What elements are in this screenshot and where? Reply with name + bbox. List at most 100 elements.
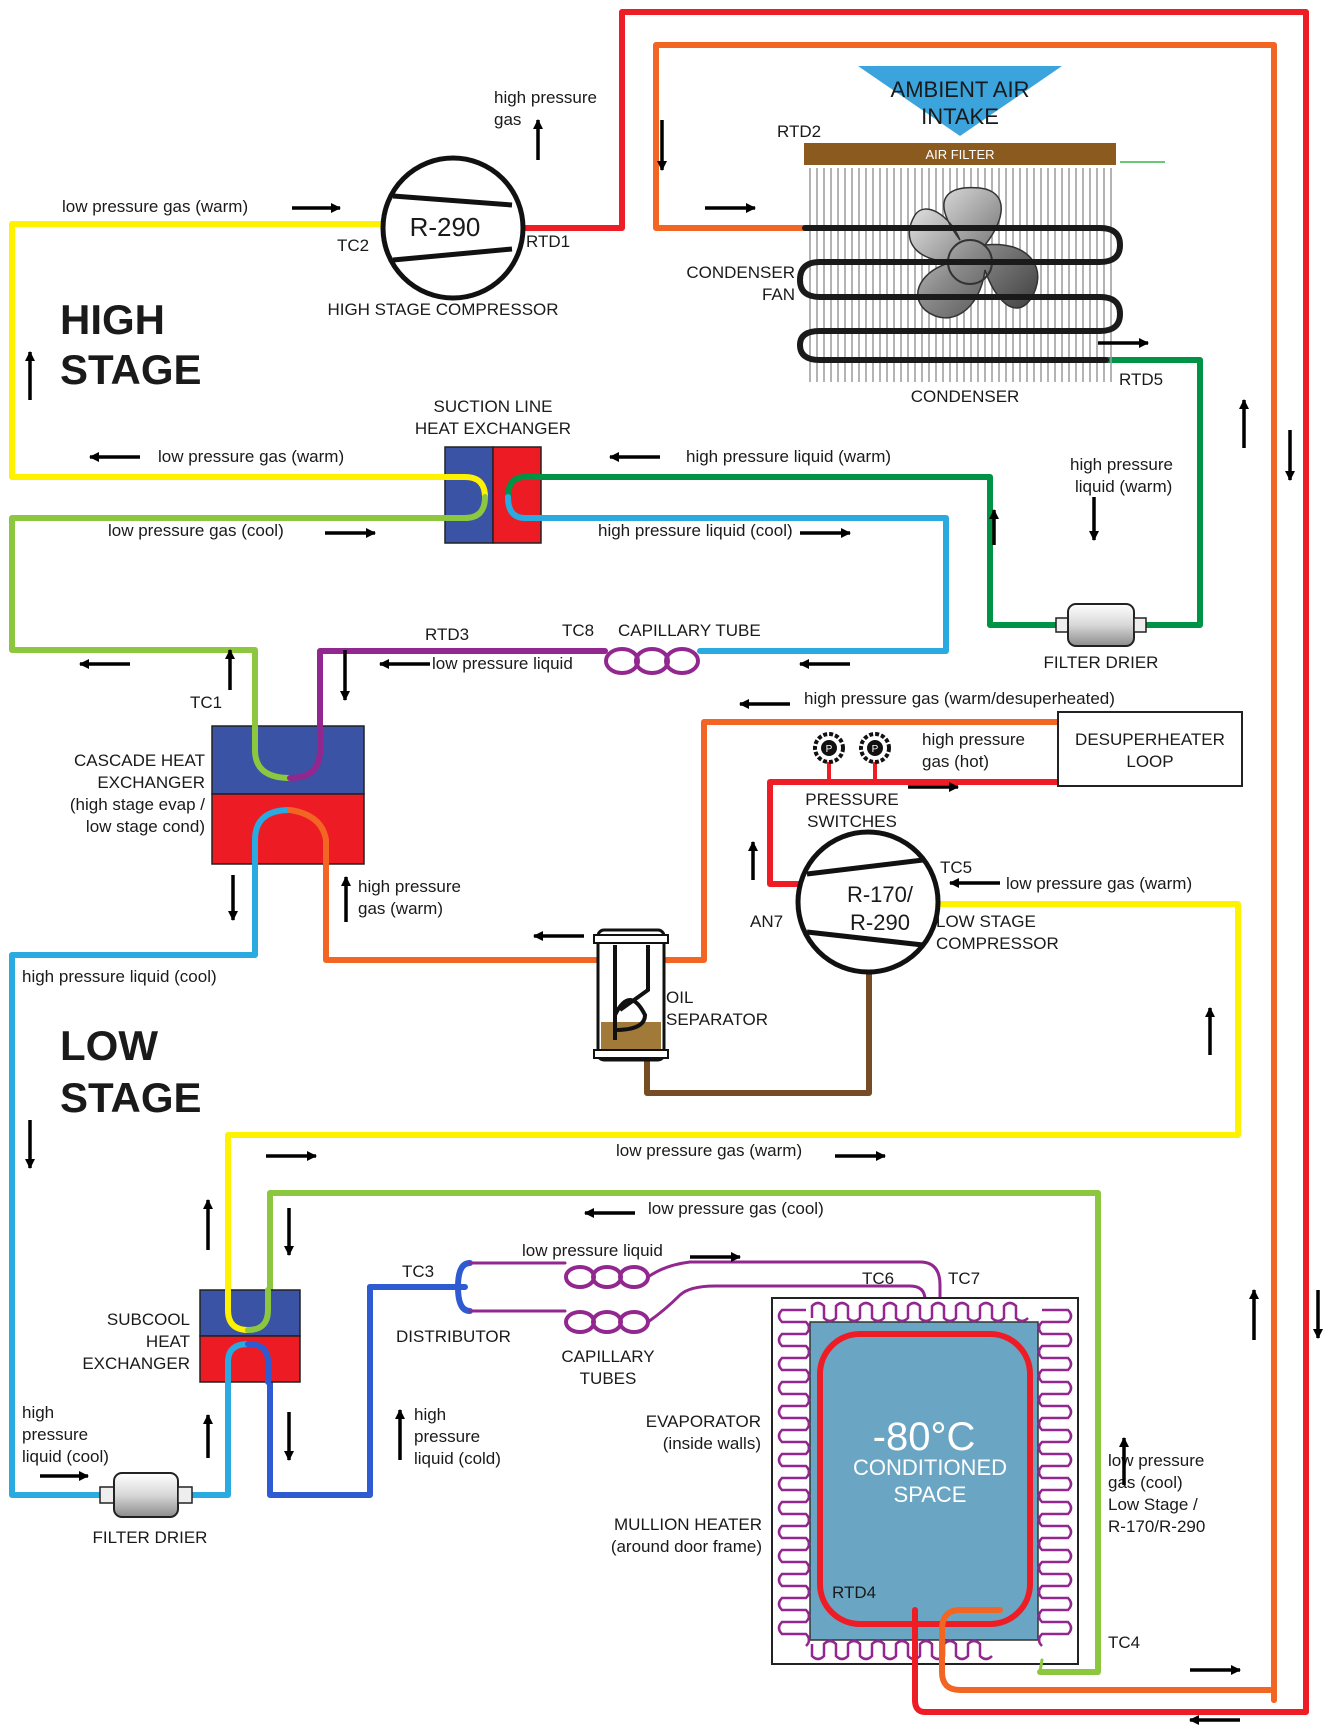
suction-hx-label-1: SUCTION LINE — [433, 397, 552, 416]
flow-labels: high pressure gas low pressure gas (warm… — [22, 88, 1205, 1536]
sensor-tc3: TC3 — [402, 1262, 434, 1281]
evaporator-serpentine — [777, 1301, 1073, 1661]
subcool-heat-exchanger: SUBCOOL HEAT EXCHANGER — [82, 1287, 301, 1385]
low-compressor-label-1: LOW STAGE — [936, 912, 1036, 931]
mullion-label-1: MULLION HEATER — [614, 1515, 762, 1534]
ambient-intake-icon — [858, 66, 1062, 136]
flow-hp-liquid-cold-1: high — [414, 1405, 446, 1424]
flow-hp-gas-warm-cascade-1: high pressure — [358, 877, 461, 896]
low-compressor-label-2: COMPRESSOR — [936, 934, 1059, 953]
capillary-tubes-label-1: CAPILLARY — [561, 1347, 654, 1366]
flow-hp-liquid-cool-bl-3: liquid (cool) — [22, 1447, 109, 1466]
evaporator-cabinet: -80°C CONDITIONED SPACE RTD4 — [771, 1297, 1079, 1665]
high-compressor-label: HIGH STAGE COMPRESSOR — [327, 300, 558, 319]
air-filter — [804, 143, 1116, 165]
flow-hp-gas-hot-1: high pressure — [922, 730, 1025, 749]
flow-hp-gas-top-1: high pressure — [494, 88, 597, 107]
distributor-label: DISTRIBUTOR — [396, 1327, 511, 1346]
flow-arrows — [25, 119, 1323, 1725]
oil-separator-label-2: SEPARATOR — [666, 1010, 768, 1029]
sensor-tc1: TC1 — [190, 693, 222, 712]
capillary-tubes-label-2: TUBES — [580, 1369, 637, 1388]
desuperheater-loop — [1057, 711, 1243, 787]
flow-hp-gas-hot-2: gas (hot) — [922, 752, 989, 771]
suction-hx-label-2: HEAT EXCHANGER — [415, 419, 571, 438]
evaporator-coil-segment — [1037, 1308, 1073, 1647]
pressure-switches-label-1: PRESSURE — [805, 790, 899, 809]
flow-hp-liquid-cold-3: liquid (cold) — [414, 1449, 501, 1468]
sensor-tc5: TC5 — [940, 858, 972, 877]
evaporator-coil-segment — [810, 1639, 993, 1661]
flow-hp-liquid-warm-right-1: high pressure — [1070, 455, 1173, 474]
subcool-hx-label-2: HEAT — [146, 1332, 190, 1351]
filter-drier-bottom: FILTER DRIER — [93, 1472, 207, 1547]
pipe-hp-gas-desuper-low — [661, 719, 1061, 963]
sensor-an7: AN7 — [750, 912, 783, 931]
pipe-hp-gas-hot-low — [767, 779, 1061, 887]
flow-hp-liquid-warm-slhx: high pressure liquid (warm) — [686, 447, 891, 466]
oil-separator: OIL SEPARATOR — [593, 928, 768, 1062]
suction-line-heat-exchanger: SUCTION LINE HEAT EXCHANGER — [415, 397, 571, 544]
flow-hp-liquid-cool-bl-1: high — [22, 1403, 54, 1422]
air-filter-label: AIR FILTER — [925, 147, 994, 162]
sensor-rtd4: RTD4 — [832, 1583, 876, 1602]
sensor-rtd2: RTD2 — [777, 122, 821, 141]
sensor-tc6: TC6 — [862, 1269, 894, 1288]
capillary-tube-high — [604, 647, 700, 675]
condenser-fan-label-1: CONDENSER — [686, 263, 795, 282]
pipe-hp-liquid-cool-low — [9, 805, 293, 1498]
pressure-switch-p-1: P — [826, 744, 833, 755]
high-compressor-refrigerant: R-290 — [410, 212, 481, 242]
cascade-hx-label-2: EXCHANGER — [97, 773, 205, 792]
pressure-switches: P P PRESSURE SWITCHES — [805, 732, 899, 831]
desuperheater-label-2: LOOP — [1126, 752, 1173, 771]
evaporator-label-2: (inside walls) — [663, 1434, 761, 1453]
sensor-tc4: TC4 — [1108, 1633, 1140, 1652]
flow-lp-gas-warm-top: low pressure gas (warm) — [62, 197, 248, 216]
flow-lp-gas-warm-slhx: low pressure gas (warm) — [158, 447, 344, 466]
mullion-heater — [817, 1331, 1033, 1627]
condenser-fan-icon — [908, 186, 1039, 319]
high-stage-title-1: HIGH — [60, 296, 165, 343]
flow-hp-liquid-cool-left: high pressure liquid (cool) — [22, 967, 217, 986]
flow-hp-liquid-warm-right-2: liquid (warm) — [1075, 477, 1172, 496]
filter-drier-top: FILTER DRIER — [1044, 603, 1158, 672]
flow-lp-gas-cool-low: low pressure gas (cool) — [648, 1199, 824, 1218]
subcool-hx-label-1: SUBCOOL — [107, 1310, 190, 1329]
flow-lp-gas-warm-lowcomp: low pressure gas (warm) — [1006, 874, 1192, 893]
evaporator-coil-segment — [777, 1308, 811, 1647]
low-compressor-refrigerant-1: R-170/ — [847, 882, 914, 907]
evaporator-coil-segment — [810, 1301, 1029, 1323]
sensor-rtd3: RTD3 — [425, 625, 469, 644]
desuperheater-label-1: DESUPERHEATER — [1075, 730, 1225, 749]
subcool-hx-label-3: EXCHANGER — [82, 1354, 190, 1373]
sensor-tc8: TC8 — [562, 621, 594, 640]
cascade-hx-label-3: (high stage evap / — [70, 795, 205, 814]
space-label-2: SPACE — [894, 1482, 967, 1507]
cascade-hx-label-1: CASCADE HEAT — [74, 751, 205, 770]
sensor-rtd5: RTD5 — [1119, 370, 1163, 389]
cascade-hx-label-4: low stage cond) — [86, 817, 205, 836]
space-temp: -80°C — [873, 1415, 976, 1459]
pipe-evap-exit-green — [1038, 1658, 1044, 1674]
flow-lp-gas-cool-slhx: low pressure gas (cool) — [108, 521, 284, 540]
cascade-heat-exchanger: CASCADE HEAT EXCHANGER (high stage evap … — [70, 723, 365, 867]
flow-hp-liquid-cool-bl-2: pressure — [22, 1425, 88, 1444]
flow-lp-gas-warm-low: low pressure gas (warm) — [616, 1141, 802, 1160]
condenser-assembly: AMBIENT AIR INTAKE AIR FILTER RTD2 CONDE… — [686, 66, 1165, 406]
pressure-switches-label-2: SWITCHES — [807, 812, 897, 831]
oil-separator-label-1: OIL — [666, 988, 693, 1007]
evaporator-label-1: EVAPORATOR — [646, 1412, 761, 1431]
high-stage-title-2: STAGE — [60, 346, 202, 393]
sensor-tc7: TC7 — [948, 1269, 980, 1288]
pipe-evap-exit-orange — [939, 1607, 1277, 1703]
low-stage-title-1: LOW — [60, 1022, 158, 1069]
flow-hp-gas-top-2: gas — [494, 110, 521, 129]
flow-lp-gas-cool-right-3: Low Stage / — [1108, 1495, 1198, 1514]
distributor-and-capillaries: TC3 DISTRIBUTOR CAPILLARY TUBES TC6 TC7 — [367, 1260, 980, 1388]
high-stage-compressor: R-290 HIGH STAGE COMPRESSOR — [327, 155, 559, 319]
flow-hp-gas-desuper: high pressure gas (warm/desuperheated) — [804, 689, 1115, 708]
sensor-rtd1: RTD1 — [526, 232, 570, 251]
flow-lp-liquid-cap: low pressure liquid — [432, 654, 573, 673]
